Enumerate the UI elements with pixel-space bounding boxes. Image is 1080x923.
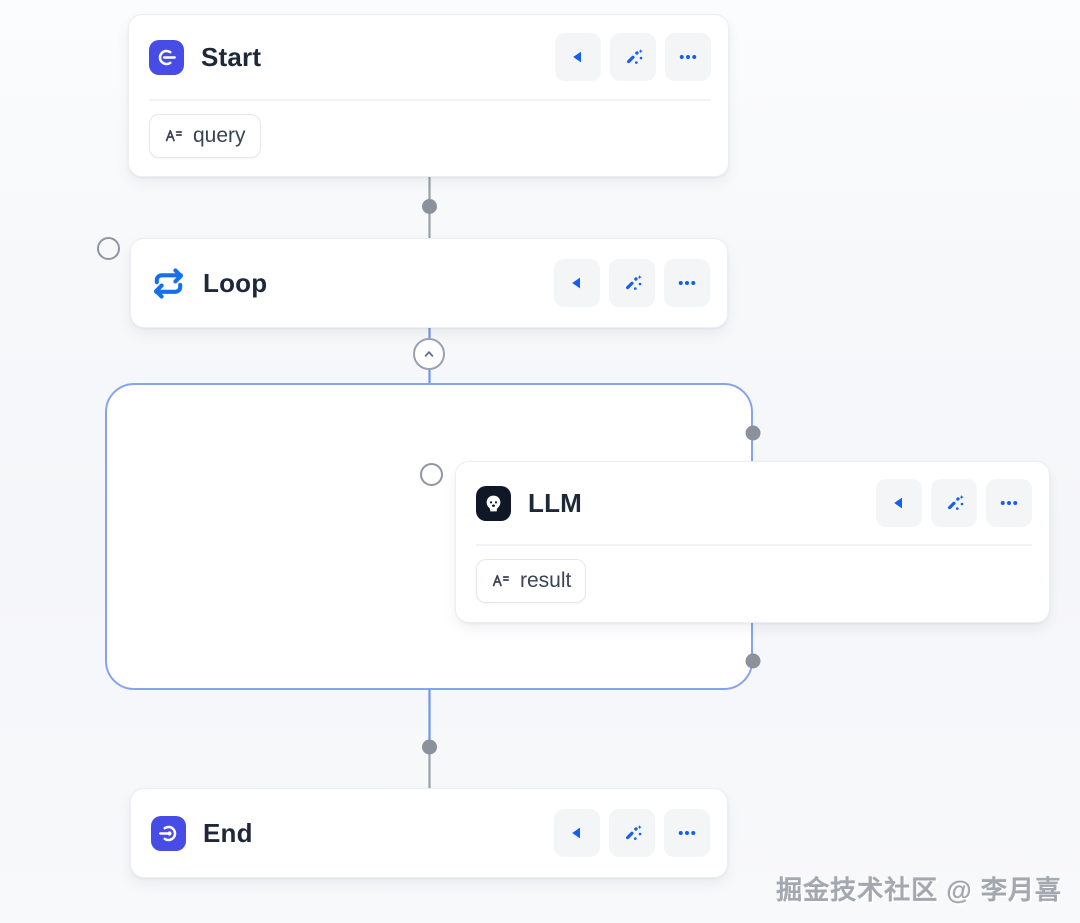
node-llm[interactable]: LLM (455, 461, 1050, 623)
loop-play-button[interactable] (554, 259, 600, 307)
node-end[interactable]: End (130, 788, 728, 878)
start-play-button[interactable] (555, 33, 601, 81)
loop-repeat-icon (151, 266, 186, 301)
more-menu-icon (1000, 501, 1018, 505)
end-more-button[interactable] (664, 809, 710, 857)
llm-title: LLM (528, 487, 583, 518)
node-start[interactable]: Start (128, 14, 729, 177)
magic-wand-icon (625, 824, 642, 840)
magic-wand-icon (947, 494, 964, 510)
play-left-icon (573, 51, 581, 63)
play-left-icon (572, 827, 580, 839)
start-more-button[interactable] (665, 33, 711, 81)
edge-start-loop-dot (422, 199, 437, 214)
loop-more-button[interactable] (664, 259, 710, 307)
end-play-button[interactable] (554, 809, 600, 857)
start-output-variable-chip: query (149, 113, 261, 158)
more-menu-icon (679, 55, 697, 59)
variable-text-icon (165, 129, 183, 141)
play-left-icon (894, 497, 902, 509)
start-header: Start (129, 15, 728, 99)
start-title: Start (201, 41, 262, 72)
llm-more-button[interactable] (986, 479, 1032, 527)
llm-header: LLM (456, 462, 1049, 544)
node-loop[interactable]: Loop (130, 238, 728, 328)
start-divider (149, 99, 711, 101)
edge-container-end-dot (422, 739, 437, 755)
loop-title: Loop (203, 267, 268, 298)
more-menu-icon (678, 281, 696, 285)
start-enter-icon (149, 39, 184, 75)
more-menu-icon (678, 831, 696, 835)
llm-divider (476, 544, 1032, 546)
magic-wand-icon (625, 274, 642, 290)
llm-magic-wand-button[interactable] (931, 479, 977, 527)
play-left-icon (572, 277, 580, 289)
watermark: 掘金技术社区 @ 李月喜 (776, 875, 1062, 905)
end-title: End (203, 817, 253, 848)
container-right-bottom-dot (745, 653, 761, 669)
loop-collapse-button[interactable] (413, 338, 445, 370)
llm-input-port[interactable] (420, 463, 443, 486)
llm-output-variable-chip: result (476, 558, 587, 603)
end-magic-wand-button[interactable] (609, 809, 655, 857)
end-exit-icon (151, 815, 186, 851)
loop-input-port[interactable] (97, 237, 120, 260)
llm-robot-face-icon (476, 485, 511, 521)
llm-output-variable-label: result (520, 568, 572, 592)
start-magic-wand-button[interactable] (610, 33, 656, 81)
llm-play-button[interactable] (876, 479, 922, 527)
loop-magic-wand-button[interactable] (609, 259, 655, 307)
chevron-up-icon (424, 351, 434, 357)
magic-wand-icon (626, 48, 643, 64)
variable-text-icon (492, 574, 510, 586)
start-output-variable-label: query (193, 123, 246, 147)
container-right-top-dot (745, 425, 761, 441)
